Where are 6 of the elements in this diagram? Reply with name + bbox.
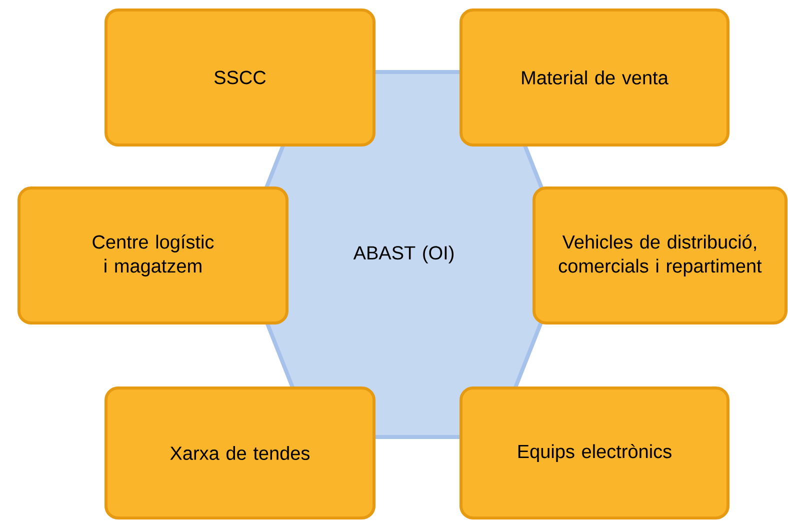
rounded-box: Material de venta xyxy=(460,8,730,146)
rounded-box: SSCC xyxy=(104,8,376,146)
rounded-box: Xarxa de tendes xyxy=(104,386,376,520)
rounded-box: Vehicles de distribució, comercials i repartiment xyxy=(532,186,788,324)
rounded-box: Equips electrònics xyxy=(460,386,730,520)
rounded-box: Centre logístic i magatzem xyxy=(18,186,288,324)
